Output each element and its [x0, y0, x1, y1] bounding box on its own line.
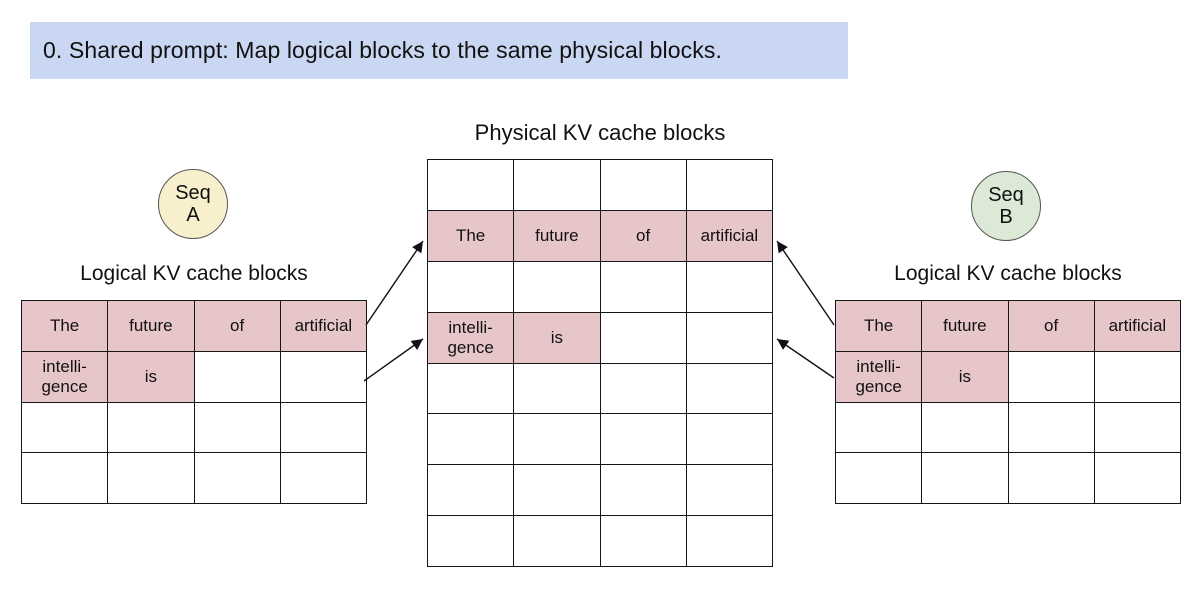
empty-cell	[22, 403, 107, 453]
physical-table-title: Physical KV cache blocks	[474, 120, 726, 145]
title-text: 0. Shared prompt: Map logical blocks to …	[43, 37, 722, 63]
token-cell: future	[107, 301, 194, 351]
empty-cell	[685, 261, 772, 312]
empty-cell	[279, 402, 366, 453]
token-cell: intelli- gence	[22, 351, 108, 402]
empty-cell	[921, 402, 1007, 453]
token-cell: is	[921, 351, 1008, 402]
empty-cell	[921, 453, 1007, 503]
table-row	[428, 413, 772, 465]
seq-b-badge-line2: B	[999, 206, 1013, 228]
empty-cell	[279, 453, 366, 503]
empty-cell	[599, 516, 686, 566]
token-cell: artificial	[279, 301, 366, 351]
empty-cell	[685, 312, 772, 363]
empty-cell	[685, 160, 772, 210]
arrow-seq-a-block1-to-physical	[363, 338, 424, 382]
token-cell: future	[513, 210, 600, 261]
empty-cell	[1093, 351, 1180, 402]
token-cell: future	[921, 301, 1008, 351]
empty-cell	[685, 414, 772, 465]
empty-cell	[513, 160, 599, 210]
empty-cell	[428, 516, 513, 566]
empty-cell	[599, 465, 686, 516]
token-cell: The	[22, 301, 108, 351]
empty-cell	[599, 312, 686, 363]
empty-cell	[836, 453, 921, 503]
table-row	[428, 260, 772, 312]
seq-a-badge: Seq A	[158, 169, 228, 239]
empty-cell	[685, 516, 772, 566]
arrow-seq-a-block0-to-physical	[365, 240, 424, 326]
empty-cell	[428, 160, 513, 210]
empty-cell	[193, 453, 280, 503]
seq-b-table-title: Logical KV cache blocks	[894, 262, 1122, 285]
empty-cell	[1093, 402, 1180, 453]
seq-b-badge: Seq B	[971, 171, 1041, 241]
token-cell: is	[107, 351, 194, 402]
title-banner: 0. Shared prompt: Map logical blocks to …	[30, 22, 848, 79]
empty-cell	[685, 465, 772, 516]
token-cell: intelli- gence	[836, 351, 922, 402]
empty-cell	[836, 403, 921, 453]
token-cell: of	[193, 301, 280, 351]
empty-cell	[1093, 453, 1180, 503]
table-row	[22, 452, 366, 503]
table-row	[428, 160, 772, 210]
empty-cell	[22, 453, 107, 503]
token-cell: artificial	[1093, 301, 1180, 351]
empty-cell	[513, 261, 599, 312]
empty-cell	[107, 402, 193, 453]
empty-cell	[599, 160, 686, 210]
empty-cell	[1007, 351, 1094, 402]
empty-cell	[279, 351, 366, 402]
empty-cell	[599, 261, 686, 312]
token-cell: The	[836, 301, 922, 351]
empty-cell	[513, 516, 599, 566]
empty-cell	[513, 465, 599, 516]
arrow-seq-b-block1-to-physical	[776, 338, 835, 379]
table-row	[428, 362, 772, 414]
empty-cell	[599, 363, 686, 414]
empty-cell	[193, 351, 280, 402]
seq-a-badge-line2: A	[186, 204, 200, 226]
table-row	[428, 464, 772, 516]
seq-a-table-title: Logical KV cache blocks	[80, 262, 308, 285]
token-cell: intelli- gence	[428, 312, 514, 363]
seq-a-badge-line1: Seq	[175, 182, 211, 204]
arrow-seq-b-block0-to-physical	[776, 240, 835, 326]
empty-cell	[428, 364, 513, 414]
table-row	[22, 401, 366, 453]
table-row	[836, 401, 1180, 453]
token-cell: The	[428, 210, 514, 261]
token-cell: of	[1007, 301, 1094, 351]
token-cell: of	[599, 210, 686, 261]
token-cell: is	[513, 312, 600, 363]
empty-cell	[1007, 453, 1094, 503]
table-row	[428, 515, 772, 566]
empty-cell	[428, 262, 513, 312]
empty-cell	[428, 414, 513, 464]
empty-cell	[513, 363, 599, 414]
empty-cell	[599, 414, 686, 465]
empty-cell	[193, 402, 280, 453]
table-row	[836, 452, 1180, 503]
empty-cell	[1007, 402, 1094, 453]
seq-b-badge-line1: Seq	[988, 184, 1024, 206]
empty-cell	[428, 465, 513, 515]
empty-cell	[685, 363, 772, 414]
token-cell: artificial	[685, 210, 772, 261]
empty-cell	[513, 414, 599, 465]
empty-cell	[107, 453, 193, 503]
